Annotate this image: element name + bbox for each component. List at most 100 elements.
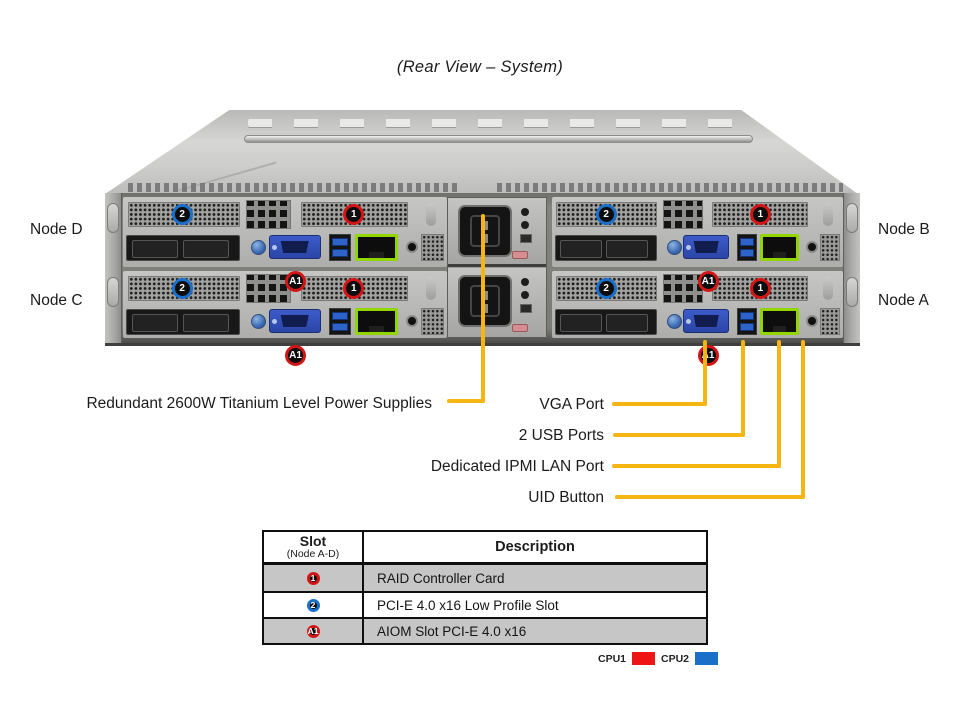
usb-callout-label: 2 USB Ports (518, 427, 604, 444)
aiom-slot (554, 235, 657, 261)
lid-bottom-vents-right (496, 183, 843, 192)
vga-callout-line-v (703, 340, 707, 406)
table-header-row: Slot (Node A-D) Description (264, 532, 706, 565)
uid-button (408, 243, 417, 251)
aiom-badge: A1 (285, 271, 306, 292)
ipmi-callout-line-v (777, 340, 781, 468)
node-module-d: 2 1 A1 (123, 197, 447, 292)
ear-tab (846, 203, 858, 233)
node-latch (425, 277, 436, 300)
psu-callout-line-v (481, 214, 485, 403)
psu-release-clip (512, 251, 528, 259)
node-module-a: 2 1 A1 (552, 271, 843, 366)
ipmi-callout-label: Dedicated IPMI LAN Port (430, 458, 604, 475)
node-module-c: 2 1 A1 (123, 271, 447, 366)
thumbscrew (666, 314, 682, 329)
slot-header-subtitle: (Node A-D) (286, 548, 340, 560)
chassis-top-lid (105, 110, 858, 194)
power-supply-bottom (448, 268, 546, 337)
description-cell: AIOM Slot PCI-E 4.0 x16 (377, 623, 527, 639)
slot1-badge: 1 (749, 278, 771, 299)
node-latch (822, 277, 833, 300)
io-port-row: A1 (123, 232, 447, 292)
node-latch (822, 203, 833, 226)
vga-port (268, 235, 321, 259)
vga-callout-label: VGA Port (539, 396, 604, 413)
thumbscrew (250, 240, 266, 255)
square-vent-grid (662, 274, 704, 303)
usb-callout-line-v (741, 340, 745, 437)
slot-header-cell: Slot (Node A-D) (264, 532, 364, 562)
thumbscrew (666, 240, 682, 255)
chassis-rear-panel: 2 1 A1 2 1 (105, 193, 860, 366)
slot2-badge: 2 (595, 204, 617, 225)
usb-callout-line-h (613, 433, 745, 437)
chassis-right-ear (843, 193, 860, 343)
aiom-badge: A1 (285, 345, 306, 366)
power-supply-top (448, 198, 546, 267)
expansion-slot-row: 2 1 (552, 200, 843, 230)
uid-button (408, 317, 417, 325)
cpu-legend: CPU1 CPU2 (598, 652, 719, 665)
chassis-left-ear (105, 193, 122, 343)
uid-callout-line-h (615, 495, 805, 499)
uid-callout-line-v (801, 340, 805, 499)
ear-tab (846, 277, 858, 307)
thumbscrew (250, 314, 266, 329)
usb-ports (328, 234, 352, 261)
expansion-slot-row: 2 1 (123, 274, 447, 304)
slot1-table-badge: 1 (306, 571, 320, 585)
io-port-row: A1 (552, 232, 843, 292)
description-cell: RAID Controller Card (377, 570, 505, 586)
slot2-badge: 2 (171, 204, 193, 225)
ear-tab (107, 277, 119, 307)
usb-ports (736, 234, 758, 261)
table-row: A1 AIOM Slot PCI-E 4.0 x16 (264, 617, 706, 643)
description-cell: PCI-E 4.0 x16 Low Profile Slot (377, 597, 559, 613)
expansion-slot-row: 2 1 (123, 200, 447, 230)
psu-leds (518, 278, 534, 313)
aiom-slot (126, 309, 240, 335)
aiom-slot (554, 309, 657, 335)
vga-port (268, 309, 321, 333)
node-b-label: Node B (878, 221, 930, 238)
psu-leds (518, 208, 534, 243)
lid-vent-slots (248, 119, 746, 127)
slot-cell: A1 (264, 619, 364, 643)
io-vent (819, 308, 841, 335)
ac-inlet (458, 205, 512, 257)
ac-inlet (458, 275, 512, 327)
cpu2-color-swatch (695, 652, 719, 665)
vga-callout-line-h (612, 402, 707, 406)
expansion-slot-row: 2 1 (552, 274, 843, 304)
io-port-row: A1 (552, 306, 843, 366)
square-vent-grid (246, 200, 292, 229)
cpu1-color-swatch (632, 652, 656, 665)
ipmi-lan-port (760, 234, 800, 261)
node-c-label: Node C (30, 292, 83, 309)
node-d-label: Node D (30, 221, 83, 238)
ipmi-callout-line-h (612, 464, 781, 468)
node-module-b: 2 1 A1 (552, 197, 843, 292)
aiom-slot (126, 235, 240, 261)
slot1-badge: 1 (343, 278, 365, 299)
slot-cell: 1 (264, 565, 364, 591)
io-vent (819, 234, 841, 261)
square-vent-grid (246, 274, 292, 303)
node-latch (425, 203, 436, 226)
lid-bottom-vents-left (127, 183, 459, 192)
cpu2-legend-label: CPU2 (661, 652, 690, 665)
psu-release-clip (512, 324, 528, 332)
square-vent-grid (662, 200, 704, 229)
slot-cell: 2 (264, 593, 364, 617)
description-header-cell: Description (495, 539, 575, 555)
power-supply-bay (447, 197, 547, 338)
table-row: 2 PCI-E 4.0 x16 Low Profile Slot (264, 591, 706, 617)
ipmi-lan-port (760, 308, 800, 335)
ear-tab (107, 203, 119, 233)
slot-header-title: Slot (299, 533, 327, 549)
slot2-badge: 2 (595, 278, 617, 299)
io-vent (421, 234, 444, 261)
uid-button (808, 317, 817, 325)
